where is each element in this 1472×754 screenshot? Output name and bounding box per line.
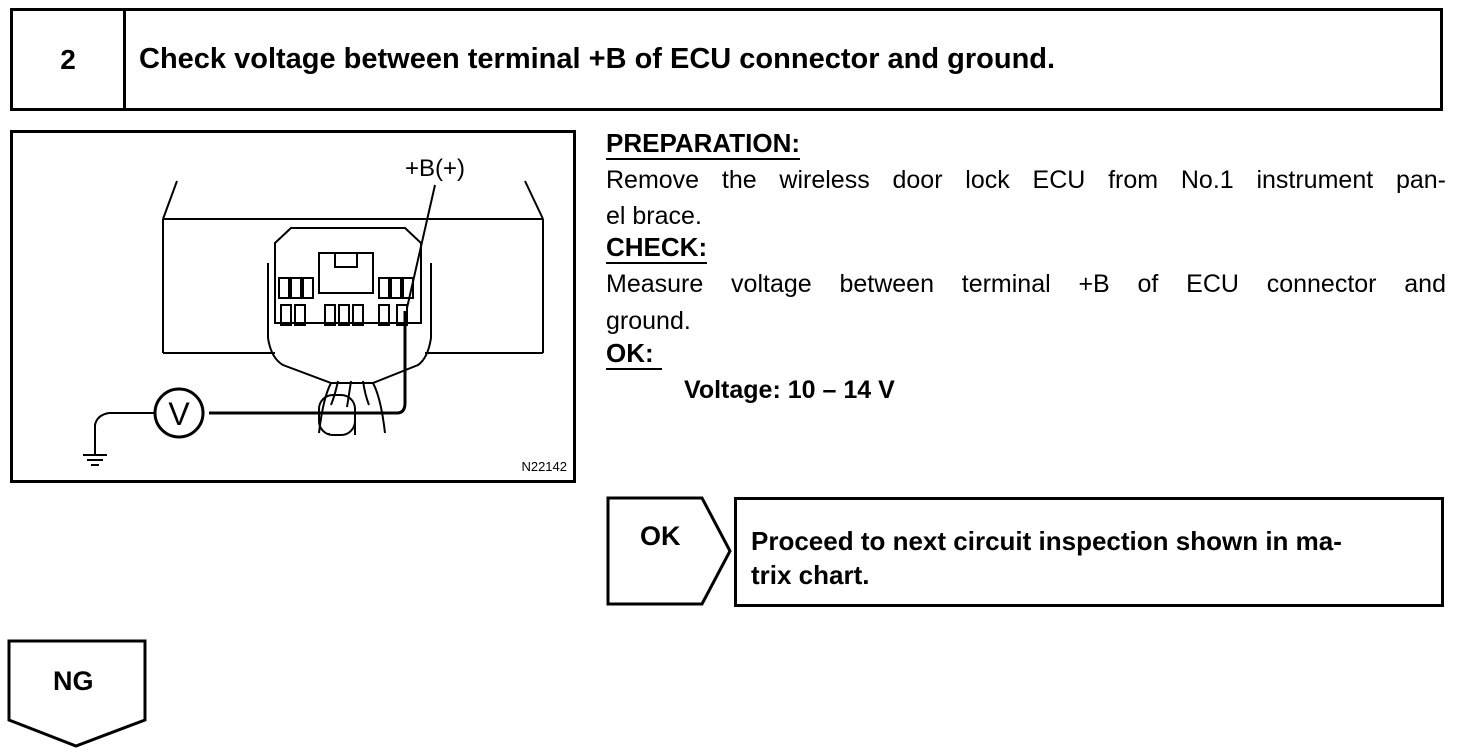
ok-action-line2: trix chart. [751,560,870,590]
ok-spec-value: Voltage: 10 – 14 V [684,376,895,404]
voltmeter-symbol: V [168,396,190,432]
preparation-line1: Remove the wireless door lock ECU from N… [606,166,1446,194]
check-line1: Measure voltage between terminal +B of E… [606,270,1446,298]
wire-harness [318,380,386,436]
step-title: Check voltage between terminal +B of ECU… [139,43,1056,75]
terminal-leader-line [406,184,436,309]
check-title: CHECK: [606,232,708,264]
ground-icon [83,412,155,466]
terminal-label: +B(+) [405,155,466,182]
step-header: 2 Check voltage between terminal +B of E… [10,8,1443,111]
check-line2: ground. [606,307,691,335]
step-number: 2 [13,11,126,108]
wiring-figure: V +B(+) N22142 [10,130,576,483]
ok-spec-title: OK: [606,338,662,370]
preparation-title: PREPARATION: [606,128,801,160]
ng-branch-label: NG [53,666,94,696]
ok-action-box: Proceed to next circuit inspection shown… [734,497,1444,607]
probe-lead [209,311,407,415]
ok-arrow-shape [606,496,732,606]
ecu-body [162,180,544,354]
ok-action-text: Proceed to next circuit inspection shown… [751,524,1431,592]
ng-arrow-shape [7,639,147,748]
ok-action-line1: Proceed to next circuit inspection shown… [751,526,1342,556]
figure-code: N22142 [521,459,567,474]
connector-diagram: V [83,180,544,466]
connector-terminals [278,277,414,326]
instructions: PREPARATION: Remove the wireless door lo… [606,128,1446,405]
preparation-line2: el brace. [606,202,702,230]
ok-branch-label: OK [640,521,681,551]
